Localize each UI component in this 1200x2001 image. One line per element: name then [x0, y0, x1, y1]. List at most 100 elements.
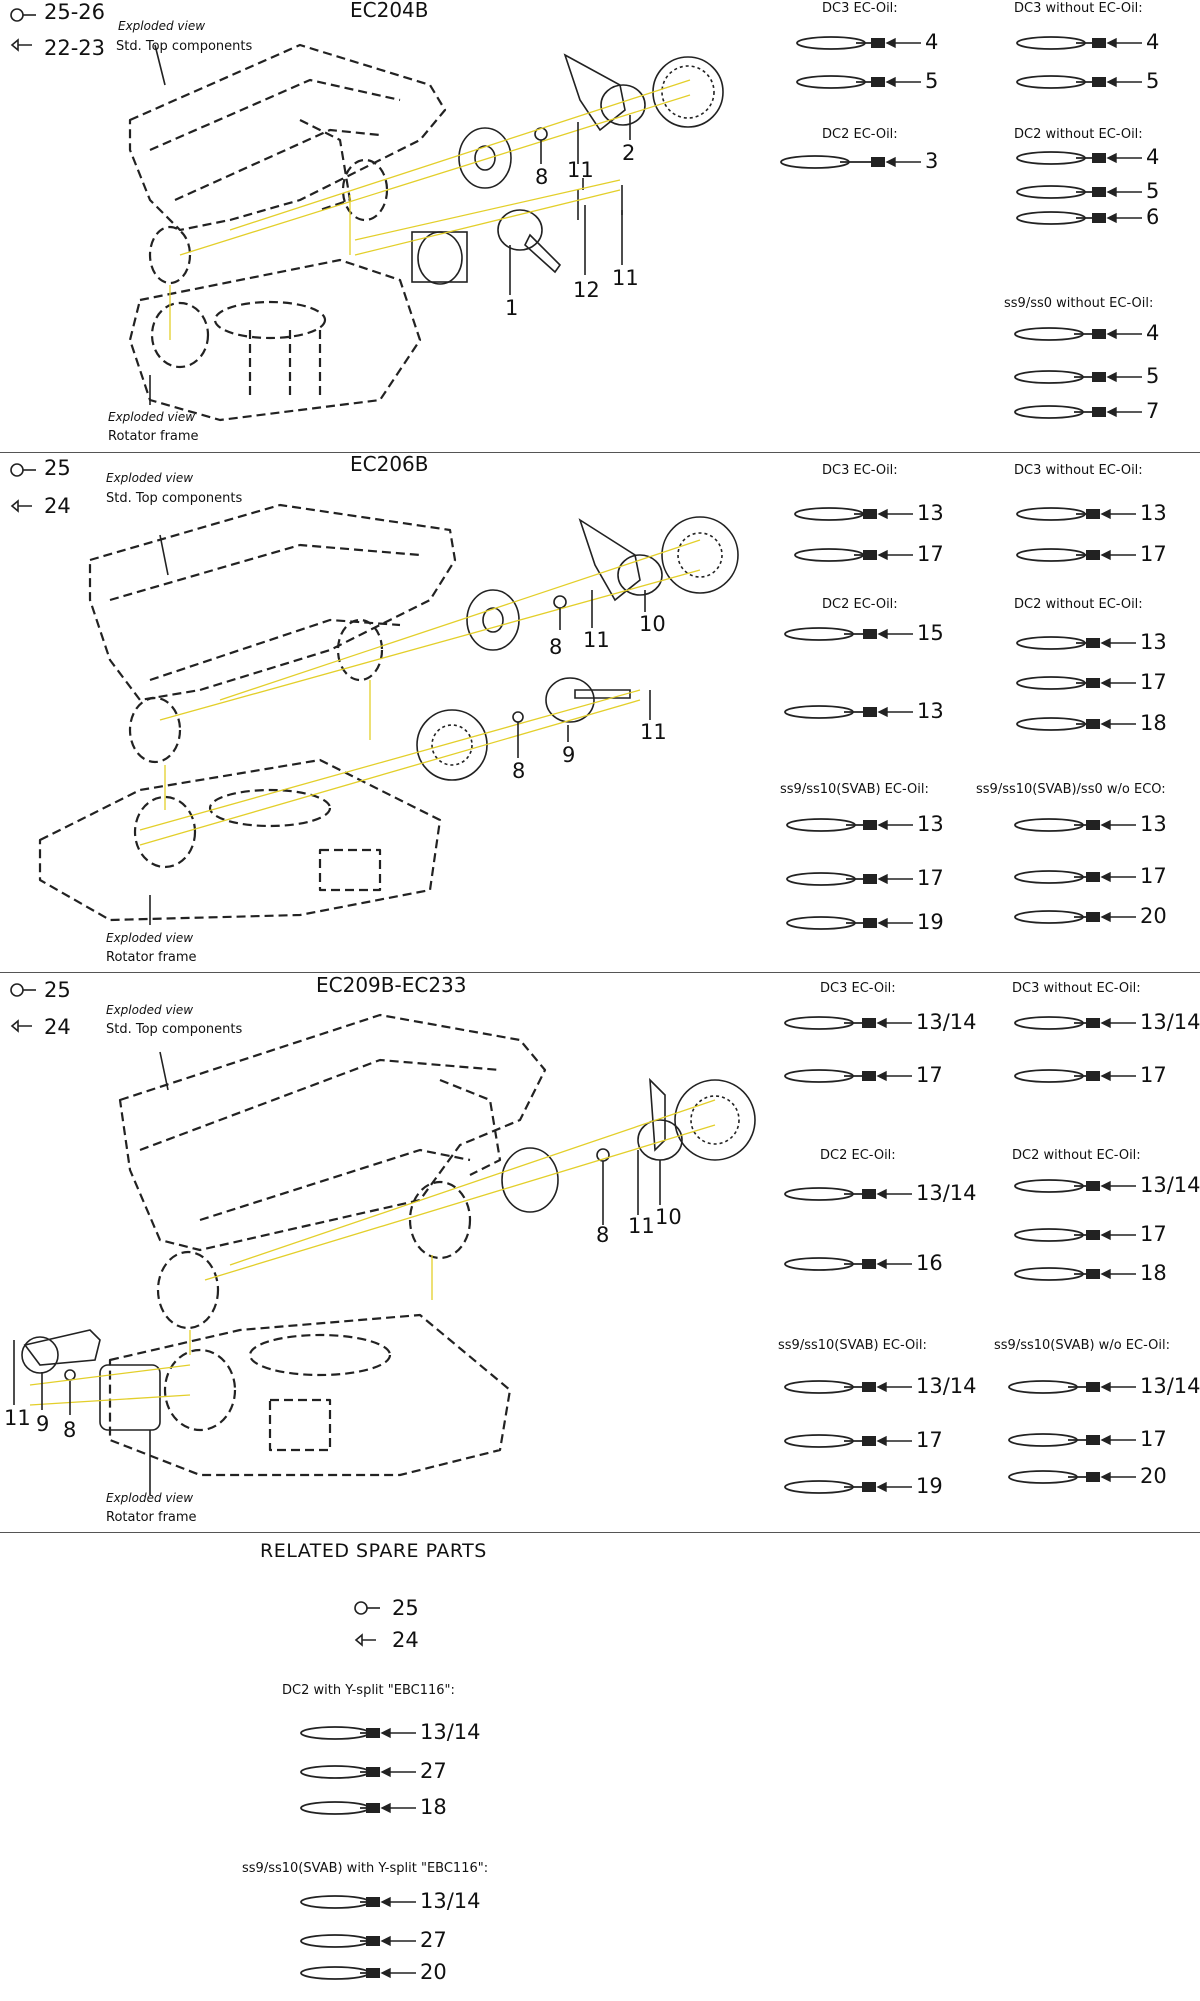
callout-1: 1: [505, 296, 519, 320]
ec204b-leader-lines: [149, 44, 631, 405]
cable-icon: [784, 705, 913, 719]
cable-group-header: DC3 without EC-Oil:: [1014, 1, 1143, 16]
cable-icons: [300, 36, 1142, 1980]
cable-icon: [1008, 1470, 1136, 1484]
frame-exploded-label: Exploded view: [106, 1491, 194, 1505]
cable-group-header: DC3 EC-Oil:: [822, 463, 898, 478]
cable-group-header: DC2 EC-Oil:: [822, 597, 898, 612]
ec209b-exploded-parts: [21, 1077, 756, 1431]
cable-group-header: DC3 EC-Oil:: [822, 1, 898, 16]
cable-group-header: ss9/ss10(SVAB)/ss0 w/o ECO:: [976, 782, 1166, 797]
legend-screw-label: 24: [44, 494, 71, 518]
cable-icon: [1014, 327, 1142, 341]
cable-part-number: 13: [1140, 630, 1167, 654]
callout-2: 2: [622, 141, 636, 165]
callout-11: 11: [4, 1406, 31, 1430]
ec209b-top-frame-drawing: [118, 1013, 547, 1330]
cable-icon: [1008, 1433, 1136, 1447]
cable-icon: [1014, 1016, 1136, 1030]
callout-11: 11: [583, 628, 610, 652]
cable-group-header: DC2 without EC-Oil:: [1012, 1148, 1141, 1163]
callout-8: 8: [549, 635, 563, 659]
callout-8: 8: [535, 165, 549, 189]
cable-part-number: 4: [1146, 30, 1160, 54]
cable-part-number: 7: [1146, 399, 1160, 423]
cable-part-number: 6: [1146, 205, 1160, 229]
callout-8: 8: [512, 759, 526, 783]
cable-part-number: 17: [1140, 1063, 1167, 1087]
cable-icon: [784, 1380, 912, 1394]
cable-group-header: ss9/ss10(SVAB) EC-Oil:: [780, 782, 929, 797]
cable-icon: [1016, 636, 1136, 650]
cable-icon: [1014, 1228, 1136, 1242]
cable-icon: [1016, 75, 1142, 89]
cable-icon: [1014, 1267, 1136, 1281]
cable-part-number: 13: [917, 699, 944, 723]
cable-icon: [796, 75, 921, 89]
cable-part-number: 17: [916, 1428, 943, 1452]
cable-icon: [1014, 1179, 1136, 1193]
cable-group-header: DC2 EC-Oil:: [822, 127, 898, 142]
ec206b-exploded-parts: [139, 516, 739, 846]
top-components-label: Std. Top components: [106, 1022, 243, 1037]
cable-part-number: 17: [1140, 670, 1167, 694]
cable-group-header: ss9/ss10(SVAB) EC-Oil:: [778, 1338, 927, 1353]
section-divider: [0, 972, 1200, 973]
cable-icon: [784, 1480, 912, 1494]
section-divider: [0, 452, 1200, 453]
top-exploded-label: Exploded view: [106, 1003, 194, 1017]
legend-nut-label: 25: [44, 978, 71, 1002]
cable-part-number: 15: [917, 621, 944, 645]
related-title: RELATED SPARE PARTS: [260, 1540, 487, 1562]
cable-part-number: 13/14: [916, 1010, 977, 1034]
cable-icon: [1016, 676, 1136, 690]
cable-icon: [300, 1765, 416, 1779]
cable-icon: [1014, 405, 1142, 419]
cable-icon: [300, 1934, 416, 1948]
ec204b-exploded-parts: [169, 53, 724, 340]
cable-group-header: DC2 without EC-Oil:: [1014, 597, 1143, 612]
cable-part-number: 13/14: [1140, 1374, 1200, 1398]
cable-part-number: 18: [1140, 711, 1167, 735]
cable-icon: [1014, 818, 1136, 832]
top-exploded-label: Exploded view: [106, 471, 194, 485]
ec204b-top-frame-drawing: [128, 43, 447, 285]
cable-part-number: 20: [1140, 1464, 1167, 1488]
legend-screw-label: 22-23: [44, 36, 106, 60]
cable-icon: [1014, 910, 1136, 924]
cable-part-number: 18: [1140, 1261, 1167, 1285]
cable-icon: [780, 155, 921, 169]
frame-label: Rotator frame: [106, 950, 197, 965]
cable-part-number: 5: [925, 69, 939, 93]
cable-icon: [1016, 151, 1142, 165]
cable-icon: [784, 627, 913, 641]
ec209b-leader-lines: [13, 1051, 661, 1495]
ec204b-rotator-frame-drawing: [128, 258, 422, 422]
cable-icon: [1014, 370, 1142, 384]
cable-icon: [794, 507, 913, 521]
legend-icons: [10, 8, 380, 1647]
callout-9: 9: [36, 1412, 50, 1436]
cable-icon: [300, 1895, 416, 1909]
cable-group-header: DC2 with Y-split "EBC116":: [282, 1683, 455, 1698]
ec206b-top-frame-drawing: [88, 503, 457, 764]
cable-group-header: DC3 without EC-Oil:: [1014, 463, 1143, 478]
cable-icon: [784, 1187, 912, 1201]
legend-nut-label: 25: [44, 456, 71, 480]
cable-icon: [786, 872, 913, 886]
cable-icon: [1008, 1380, 1136, 1394]
cable-icon: [1014, 870, 1136, 884]
cable-icon: [1016, 211, 1142, 225]
cable-icon: [1016, 36, 1142, 50]
cable-part-number: 17: [917, 866, 944, 890]
cable-part-number: 13/14: [916, 1374, 977, 1398]
cable-part-number: 5: [1146, 364, 1160, 388]
cable-icon: [1016, 185, 1142, 199]
cable-part-number: 17: [917, 542, 944, 566]
callout-9: 9: [562, 743, 576, 767]
cable-icon: [786, 818, 913, 832]
section-title: EC204B: [350, 0, 429, 22]
cable-icon: [1016, 548, 1136, 562]
cable-icon: [300, 1801, 416, 1815]
cable-part-number: 13/14: [420, 1720, 481, 1744]
